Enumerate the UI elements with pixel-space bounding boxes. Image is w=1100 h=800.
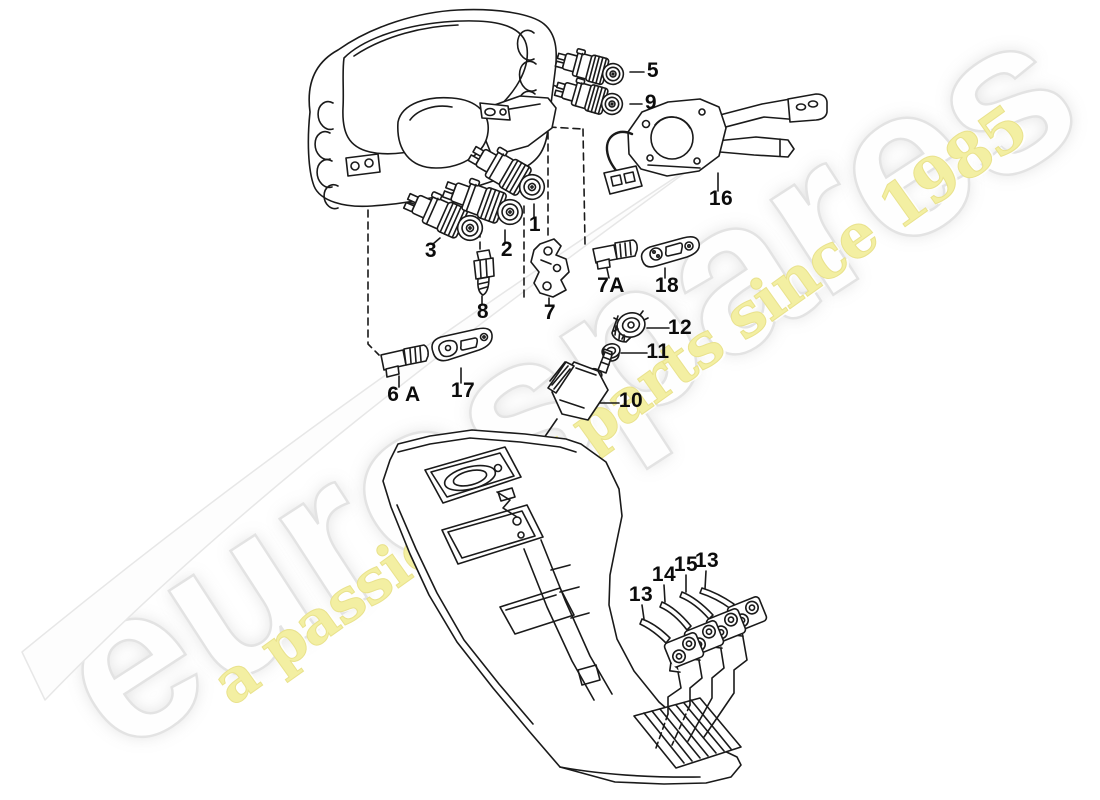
part-callout-7: 7: [543, 300, 557, 324]
bracket-7: [531, 239, 569, 297]
part-callout-13b: 13: [694, 548, 720, 572]
part-callout-1: 1: [528, 212, 542, 236]
switch-5: [553, 43, 628, 91]
bezel-18: [642, 237, 700, 267]
part-callout-3: 3: [424, 238, 438, 262]
part-callout-5: 5: [646, 58, 660, 82]
part-callout-2: 2: [500, 237, 514, 261]
part-callout-11: 11: [646, 339, 670, 363]
bulb-8: [474, 250, 494, 295]
rocker-switch-14: [660, 602, 728, 665]
center-console: [383, 430, 741, 784]
part-callout-18: 18: [654, 273, 680, 297]
part-callout-10: 10: [618, 388, 644, 412]
part-callout-17: 17: [450, 378, 476, 402]
switch-10: [548, 349, 612, 420]
part-callout-9: 9: [644, 90, 658, 114]
bezel-17: [432, 328, 492, 360]
rocker-leader-lines: [656, 626, 747, 748]
knob-12: [612, 310, 648, 342]
ashtray-grid: [634, 698, 741, 768]
rocker-switch-15: [680, 592, 750, 653]
rocker-switch-13b: [700, 588, 771, 641]
part-callout-7a: 7A: [597, 273, 625, 297]
switch-6a: [381, 345, 428, 377]
switch-7a: [593, 240, 637, 269]
column-switch-16: [604, 94, 827, 194]
part-callout-8: 8: [476, 299, 490, 323]
part-callout-6a: 6 A: [387, 382, 421, 406]
part-callout-15: 15: [673, 552, 699, 576]
rocker-switch-13a: [640, 619, 708, 677]
part-callout-14: 14: [651, 562, 677, 586]
part-callout-16: 16: [708, 186, 734, 210]
part-callout-12: 12: [667, 315, 693, 339]
part-callout-13a: 13: [628, 582, 654, 606]
